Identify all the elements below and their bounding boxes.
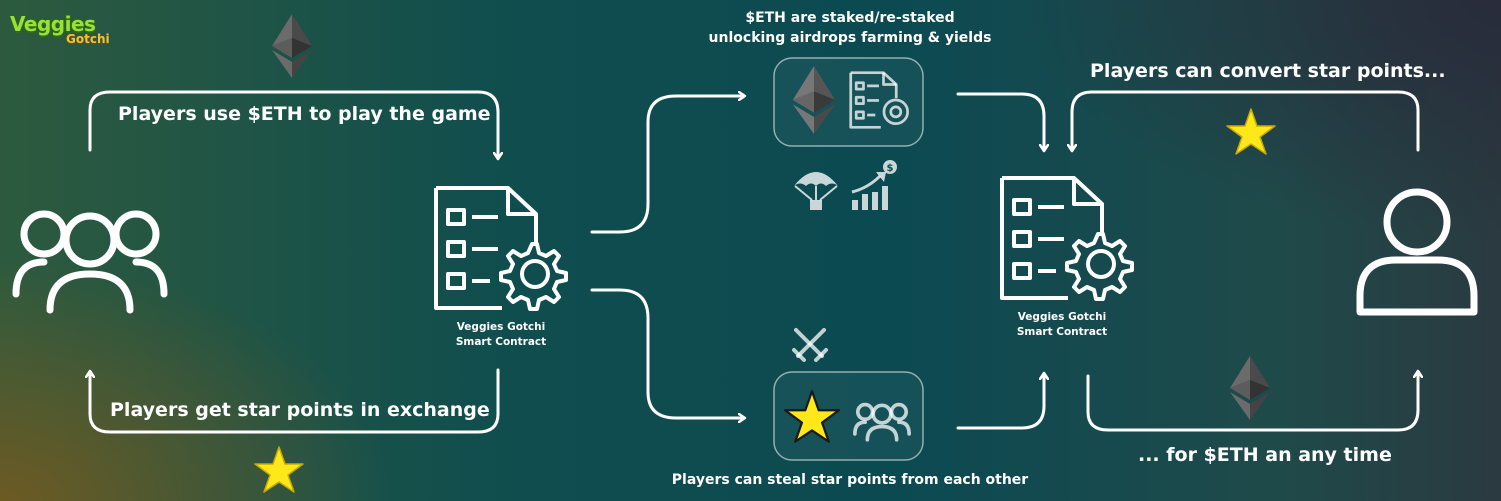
label-staked: $ETH are staked/re-staked unlocking aird… (690, 8, 1010, 48)
contract-left-line1: Veggies Gotchi (456, 321, 546, 333)
contract-document-gear-icon (1000, 176, 1134, 301)
contract-right-line1: Veggies Gotchi (1017, 311, 1107, 323)
growth-chart-dollar-icon: $ (851, 160, 897, 210)
star-icon (1226, 108, 1276, 155)
arrow-to-steal (590, 288, 744, 418)
star-icon (784, 390, 840, 443)
ethereum-icon (792, 66, 836, 134)
label-get-points: Players get star points in exchange (110, 399, 490, 421)
users-icon (12, 210, 168, 314)
parachute-airdrop-icon (794, 172, 838, 210)
svg-text:$: $ (887, 163, 894, 174)
label-steal: Players can steal star points from each … (671, 472, 1029, 488)
arrow-steal-to-contract (956, 374, 1044, 430)
logo-line2: Gotchi (66, 32, 110, 46)
users-icon (853, 402, 911, 442)
star-icon (254, 446, 304, 493)
contract-left-label: Veggies Gotchi Smart Contract (439, 320, 563, 350)
label-convert: Players can convert star points... (1090, 60, 1446, 82)
contract-document-gear-icon (849, 71, 909, 129)
arrow-to-stake (590, 96, 744, 234)
label-staked-line2: unlocking airdrops farming & yields (708, 30, 992, 46)
veggies-gotchi-logo: Veggies Gotchi (10, 12, 110, 50)
contract-right-label: Veggies Gotchi Smart Contract (1000, 310, 1124, 340)
ethereum-icon (1230, 356, 1270, 420)
label-for-eth: ... for $ETH an any time (1138, 444, 1392, 466)
contract-right-line2: Smart Contract (1016, 326, 1108, 338)
arrow-convert (1072, 90, 1420, 150)
label-staked-line1: $ETH are staked/re-staked (745, 10, 955, 26)
logo-line1: Veggies (10, 12, 96, 36)
ethereum-icon (272, 14, 312, 78)
arrow-stake-to-contract (956, 92, 1044, 150)
crossed-swords-icon (792, 328, 828, 362)
arrow-get-points (90, 368, 500, 434)
label-play: Players use $ETH to play the game (118, 103, 491, 125)
contract-left-line2: Smart Contract (455, 336, 547, 348)
arrow-for-eth (1086, 372, 1418, 432)
contract-document-gear-icon (434, 186, 568, 311)
user-icon (1356, 188, 1478, 316)
arrow-play (88, 90, 498, 158)
